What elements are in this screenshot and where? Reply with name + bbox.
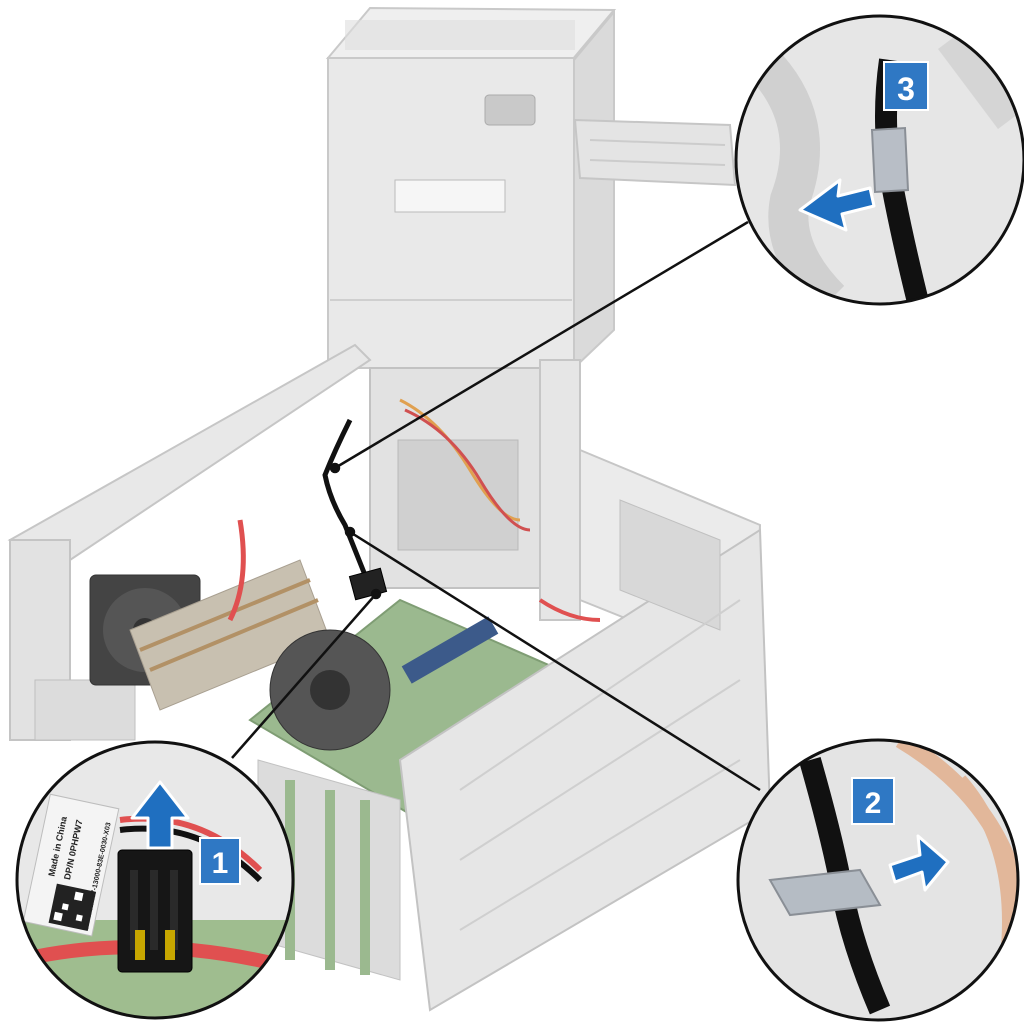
callout-badge-3: 3 <box>883 61 929 111</box>
cable-connector <box>117 849 193 973</box>
callout-number-2: 2 <box>865 787 882 820</box>
expansion-slots <box>257 759 401 981</box>
leader-line-2 <box>349 530 761 792</box>
callout-number-3: 3 <box>897 71 915 107</box>
callout-circle-3: 3 <box>734 14 1024 306</box>
power-supply <box>325 6 617 371</box>
computer-chassis <box>7 6 772 1012</box>
callout-circle-1: Made in China DP/N 0PHPW7 CN-0PHPW7-1300… <box>15 740 295 1020</box>
psu-bracket <box>573 118 737 187</box>
leader-dot-3 <box>329 462 341 474</box>
leader-line-1 <box>231 593 377 759</box>
callout-circle-2: 2 <box>736 738 1020 1022</box>
arrow-left-icon <box>798 178 876 232</box>
leader-dot-2 <box>344 526 356 538</box>
leader-line-3 <box>334 220 749 470</box>
leader-lines <box>231 220 761 792</box>
internal-cables <box>227 398 601 622</box>
qr-code <box>48 883 97 932</box>
drive-cage <box>369 359 581 621</box>
callout-badge-1: 1 <box>199 837 241 885</box>
arrow-up-icon <box>130 780 190 850</box>
callout-number-1: 1 <box>212 847 229 880</box>
callout-badge-2: 2 <box>851 777 895 825</box>
arrow-right-icon <box>888 834 950 892</box>
front-bezel <box>7 343 372 741</box>
cpu-heatsink <box>129 559 331 711</box>
leader-dot-1 <box>370 588 382 600</box>
